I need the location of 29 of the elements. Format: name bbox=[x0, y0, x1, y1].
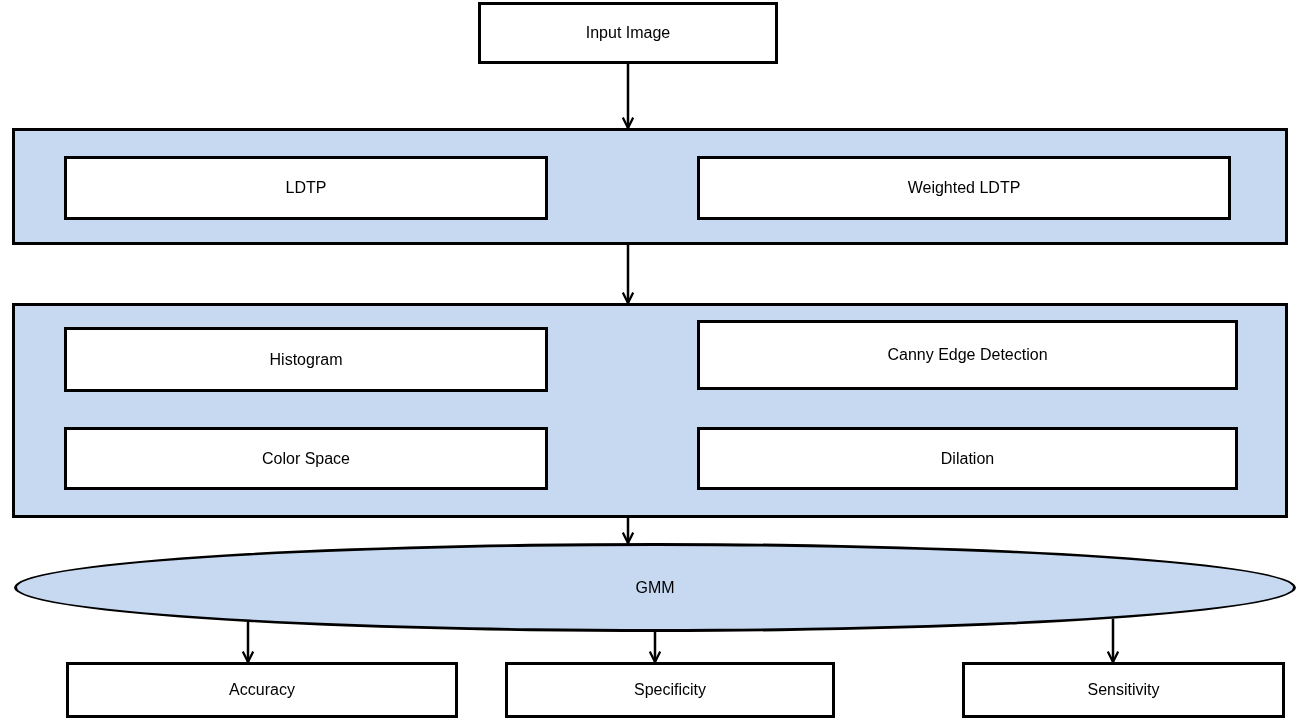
node-label: Weighted LDTP bbox=[907, 179, 1021, 197]
arrow bbox=[648, 632, 662, 664]
process-box bbox=[64, 327, 548, 392]
process-box bbox=[478, 2, 778, 64]
node-label: Color Space bbox=[261, 449, 350, 468]
node-label: Specificity bbox=[634, 681, 706, 699]
process-box bbox=[697, 427, 1238, 490]
process-box bbox=[505, 662, 835, 718]
process-box bbox=[64, 156, 548, 220]
node-label: Canny Edge Detection bbox=[887, 346, 1048, 364]
arrow bbox=[621, 518, 635, 545]
arrow bbox=[1106, 618, 1120, 664]
group-panel bbox=[12, 303, 1288, 518]
group-panel bbox=[12, 128, 1288, 245]
node-label: Input Image bbox=[585, 24, 671, 42]
node-label: Sensitivity bbox=[1087, 681, 1160, 699]
node-label: GMM bbox=[635, 578, 675, 597]
node-label: Histogram bbox=[269, 350, 343, 369]
process-box bbox=[962, 662, 1285, 718]
arrow bbox=[621, 245, 635, 305]
node-label: Dilation bbox=[940, 449, 995, 468]
process-box bbox=[66, 662, 458, 718]
process-box bbox=[697, 156, 1231, 220]
node-label: Accuracy bbox=[229, 681, 295, 699]
process-box bbox=[64, 427, 548, 490]
process-box bbox=[697, 320, 1238, 390]
arrow bbox=[241, 621, 255, 664]
node-label: LDTP bbox=[285, 179, 327, 197]
arrow bbox=[621, 64, 635, 130]
